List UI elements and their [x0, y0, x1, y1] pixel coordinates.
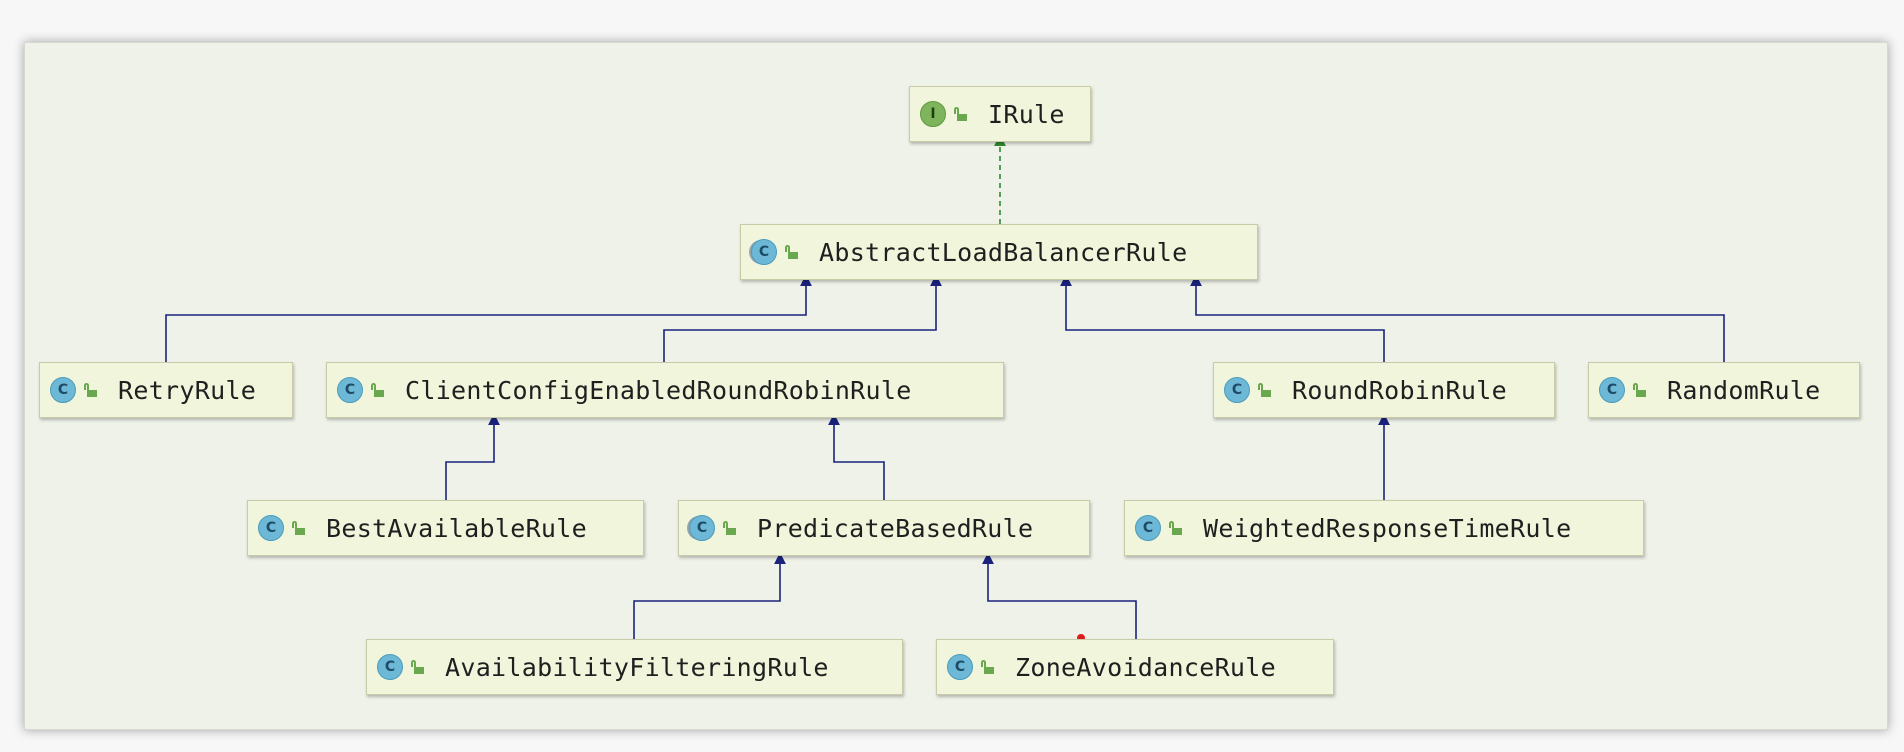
- public-access-icon: [1258, 383, 1272, 397]
- abstract-class-icon: C: [751, 239, 777, 265]
- public-access-icon: [292, 521, 306, 535]
- node-label: ClientConfigEnabledRoundRobinRule: [405, 375, 912, 405]
- node-label: RetryRule: [118, 375, 257, 405]
- public-access-icon: [1169, 521, 1183, 535]
- node-best-available-rule[interactable]: C BestAvailableRule: [247, 500, 644, 556]
- public-access-icon: [411, 660, 425, 674]
- node-client-config-enabled-round-robin-rule[interactable]: C ClientConfigEnabledRoundRobinRule: [326, 362, 1004, 418]
- edge-availability-to-predicate: [633, 552, 786, 639]
- node-label: ZoneAvoidanceRule: [1015, 652, 1276, 682]
- node-label: RandomRule: [1667, 375, 1821, 405]
- node-retry-rule[interactable]: C RetryRule: [39, 362, 293, 418]
- edge-random-to-abstract: [1190, 274, 1725, 362]
- node-abstract-load-balancer-rule[interactable]: C AbstractLoadBalancerRule: [740, 224, 1258, 280]
- node-label: AbstractLoadBalancerRule: [819, 237, 1188, 267]
- class-icon: C: [258, 515, 284, 541]
- edge-predicate-to-clientconfig: [828, 413, 885, 500]
- class-icon: C: [1599, 377, 1625, 403]
- class-icon: C: [1224, 377, 1250, 403]
- node-label: RoundRobinRule: [1292, 375, 1507, 405]
- class-icon: C: [1135, 515, 1161, 541]
- node-label: AvailabilityFilteringRule: [445, 652, 829, 682]
- node-label: PredicateBasedRule: [757, 513, 1034, 543]
- public-access-icon: [954, 107, 968, 121]
- public-access-icon: [723, 521, 737, 535]
- public-access-icon: [1633, 383, 1647, 397]
- edge-clientconfig-to-abstract: [663, 274, 942, 362]
- public-access-icon: [371, 383, 385, 397]
- node-availability-filtering-rule[interactable]: C AvailabilityFilteringRule: [366, 639, 903, 695]
- edge-zone-to-predicate: [982, 552, 1137, 639]
- node-label: IRule: [988, 99, 1065, 129]
- public-access-icon: [785, 245, 799, 259]
- edge-bestavailable-to-clientconfig: [445, 413, 500, 500]
- interface-icon: I: [920, 101, 946, 127]
- public-access-icon: [84, 383, 98, 397]
- node-label: BestAvailableRule: [326, 513, 587, 543]
- node-round-robin-rule[interactable]: C RoundRobinRule: [1213, 362, 1555, 418]
- node-random-rule[interactable]: C RandomRule: [1588, 362, 1860, 418]
- class-icon: C: [50, 377, 76, 403]
- node-weighted-response-time-rule[interactable]: C WeightedResponseTimeRule: [1124, 500, 1644, 556]
- class-icon: C: [947, 654, 973, 680]
- abstract-class-icon: C: [689, 515, 715, 541]
- class-icon: C: [377, 654, 403, 680]
- node-zone-avoidance-rule[interactable]: C ZoneAvoidanceRule: [936, 639, 1334, 695]
- class-icon: C: [337, 377, 363, 403]
- edge-roundrobin-to-abstract: [1060, 274, 1385, 362]
- node-irule[interactable]: I IRule: [909, 86, 1091, 142]
- node-label: WeightedResponseTimeRule: [1203, 513, 1572, 543]
- edge-retry-to-abstract: [165, 274, 812, 362]
- node-predicate-based-rule[interactable]: C PredicateBasedRule: [678, 500, 1090, 556]
- public-access-icon: [981, 660, 995, 674]
